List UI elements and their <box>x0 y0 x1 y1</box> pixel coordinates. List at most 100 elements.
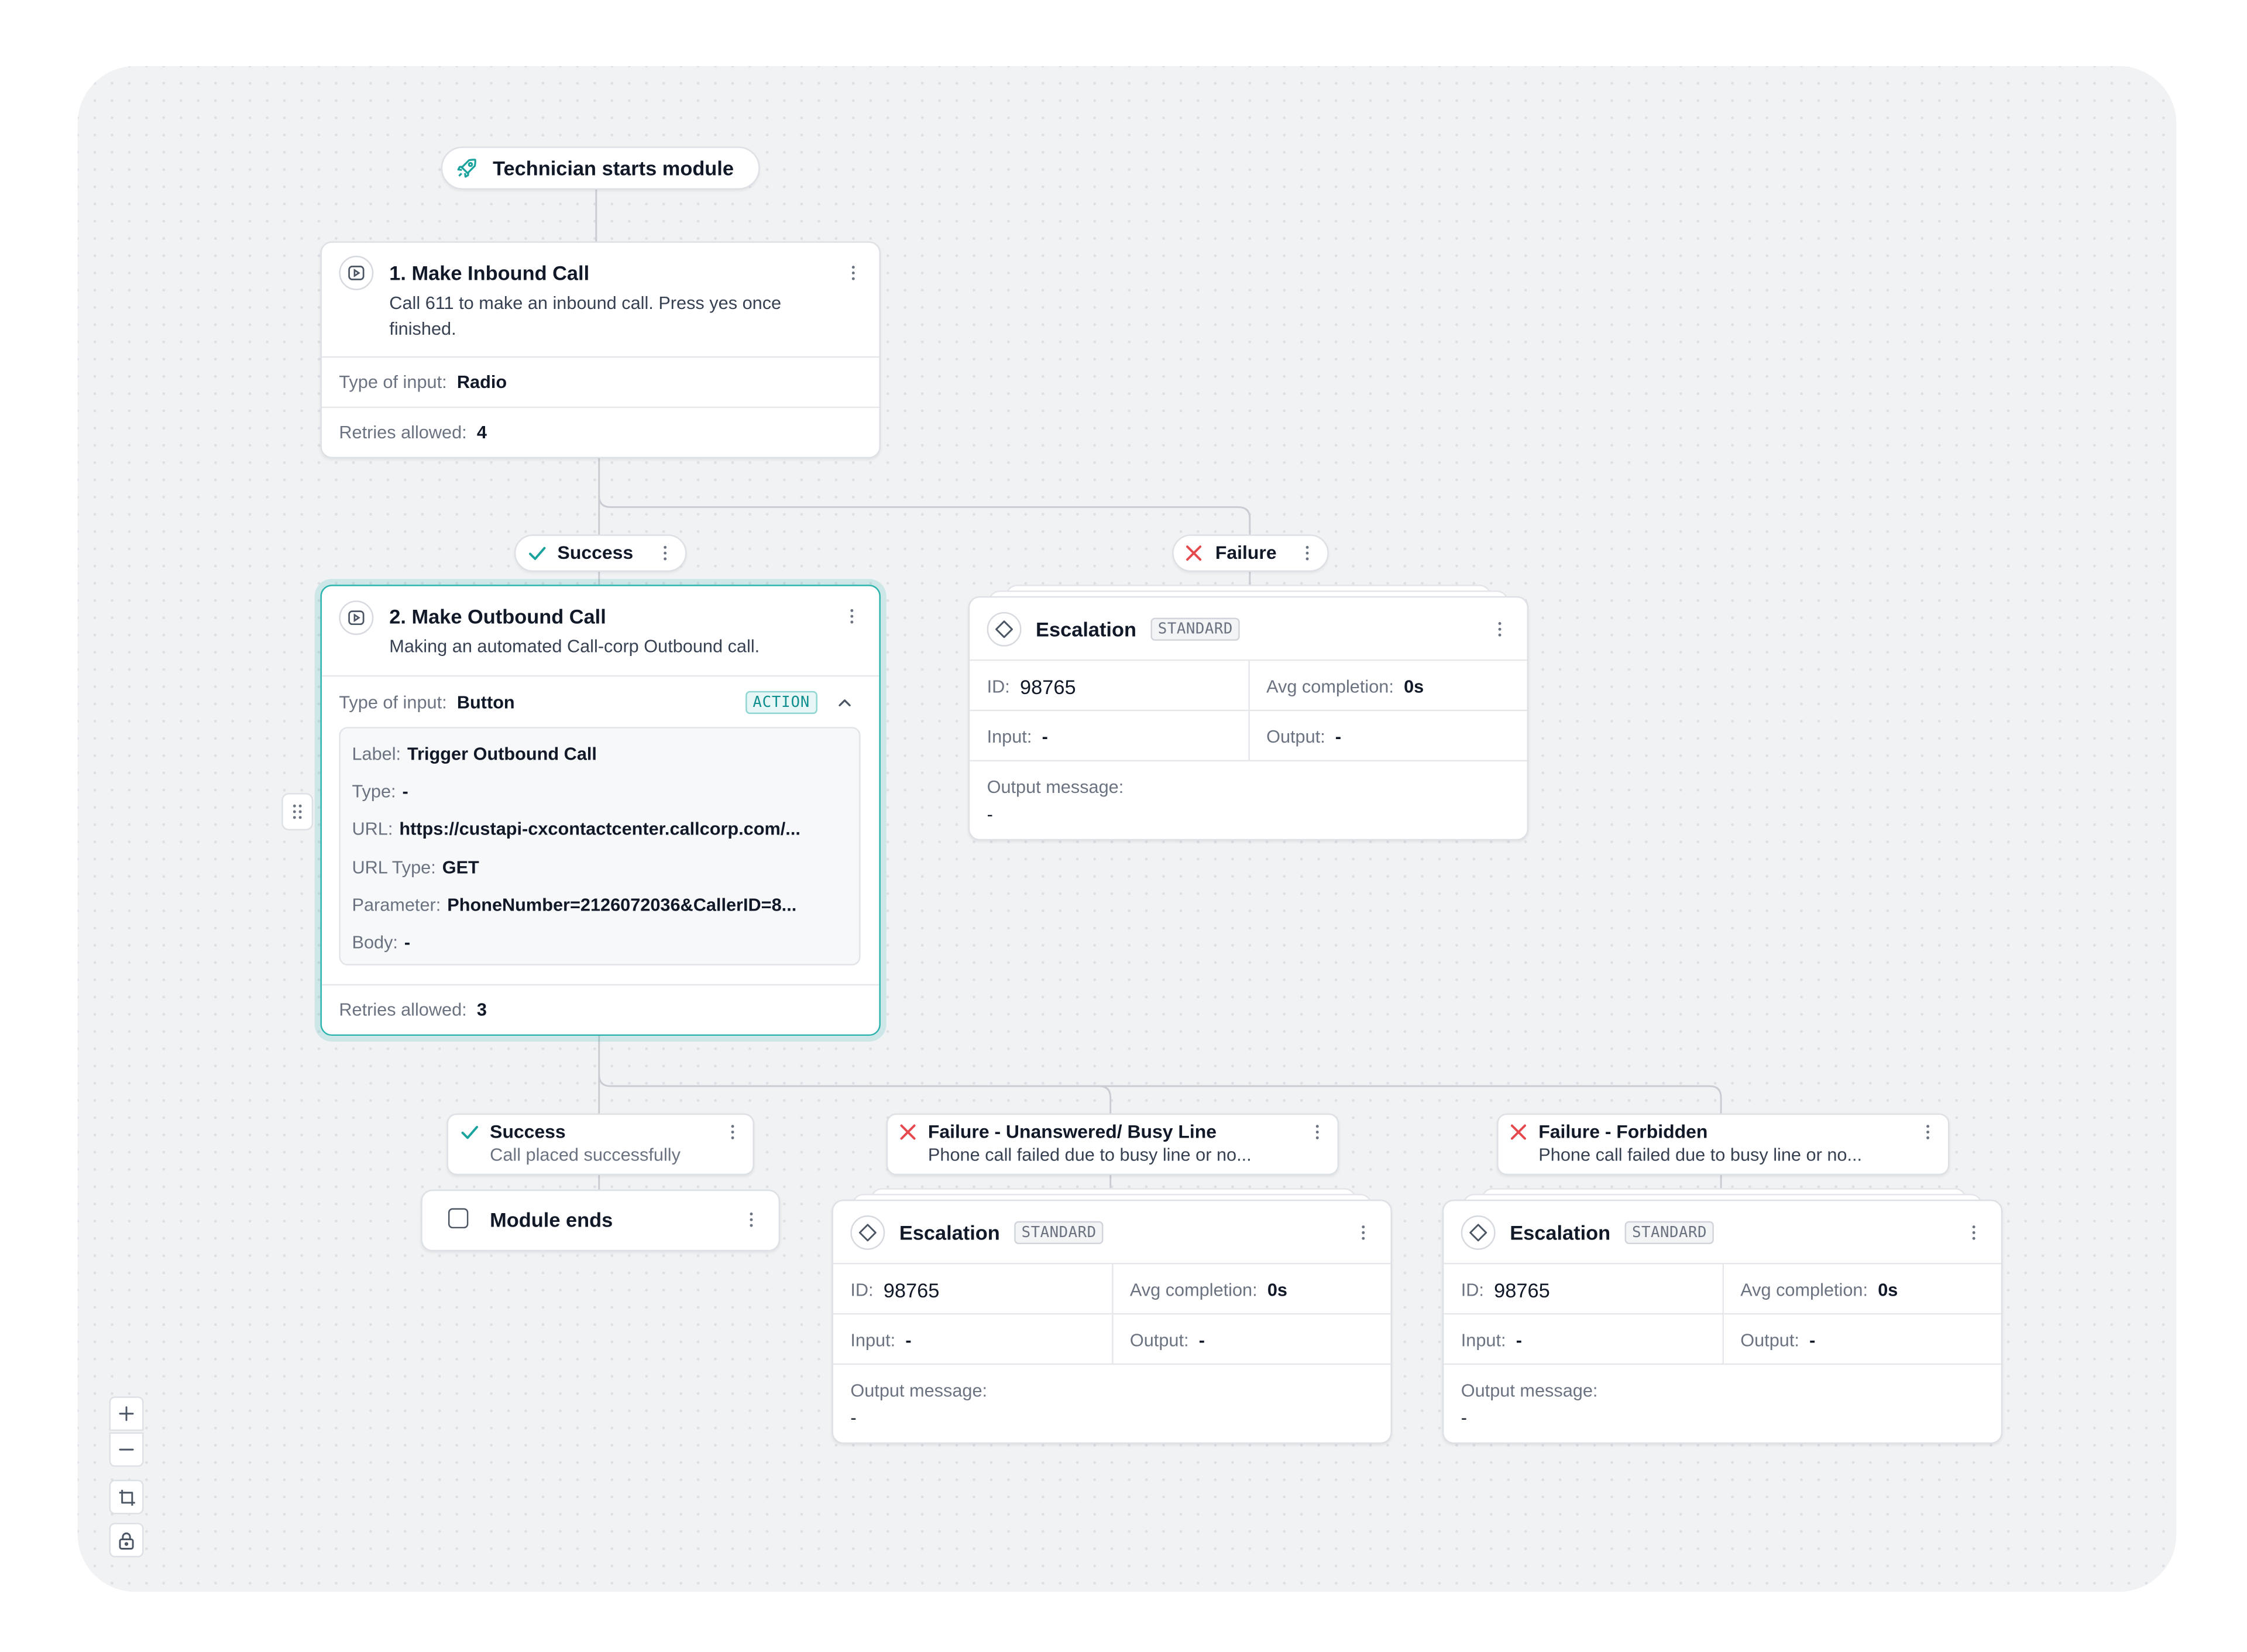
square-icon <box>448 1208 469 1229</box>
branch-menu-button[interactable] <box>1920 1121 1935 1143</box>
input-value: - <box>905 1330 912 1350</box>
escalation-menu-button[interactable] <box>1967 1221 1981 1244</box>
escalation-io-row: Input:- Output:- <box>833 1313 1391 1365</box>
escalation-title: Escalation <box>1036 617 1136 640</box>
escalation-message: Output message: - <box>833 1363 1391 1443</box>
zoom-out-button[interactable] <box>109 1432 144 1467</box>
branch-success-card[interactable]: Success Call placed successfully <box>446 1113 754 1176</box>
output-message-label: Output message: <box>987 777 1124 798</box>
chevron-up-icon[interactable] <box>836 692 853 718</box>
branch-description: Phone call failed due to busy line or no… <box>1538 1145 1863 1166</box>
input-label: Input: <box>850 1330 896 1350</box>
zoom-in-button[interactable] <box>109 1396 144 1431</box>
input-type-label: Type of input: <box>339 692 447 712</box>
escalation-title: Escalation <box>1510 1220 1611 1244</box>
detail-value: GET <box>442 857 479 878</box>
escalation-id-row: ID:98765 Avg completion:0s <box>833 1262 1391 1315</box>
branch-success-pill[interactable]: Success <box>514 534 687 572</box>
x-icon <box>1184 543 1204 571</box>
avg-completion-label: Avg completion: <box>1129 1279 1258 1300</box>
detail-label: Body: <box>352 932 398 953</box>
input-type-row: Type of input: Radio <box>321 356 879 407</box>
branch-failure-forbidden-card[interactable]: Failure - Forbidden Phone call failed du… <box>1497 1113 1950 1176</box>
escalation-card[interactable]: Escalation STANDARD ID:98765 Avg complet… <box>968 596 1529 841</box>
detail-label: Type: <box>352 781 396 802</box>
diamond-icon <box>850 1215 885 1250</box>
module-end-node[interactable]: Module ends <box>421 1189 781 1252</box>
avg-completion-label: Avg completion: <box>1740 1279 1868 1300</box>
input-label: Input: <box>1461 1330 1506 1350</box>
avg-completion-label: Avg completion: <box>1266 676 1394 696</box>
id-label: ID: <box>987 676 1010 696</box>
branch-menu-button[interactable] <box>1310 1121 1325 1143</box>
detail-row: Body: - <box>352 929 410 955</box>
input-type-row[interactable]: Type of input: Button ACTION <box>321 675 879 727</box>
fit-view-button[interactable] <box>109 1479 144 1514</box>
detail-value: Trigger Outbound Call <box>407 744 597 765</box>
step-description: Call 611 to make an inbound call. Press … <box>389 293 782 339</box>
check-icon <box>527 543 547 571</box>
play-icon <box>339 600 374 636</box>
diamond-icon <box>1461 1215 1496 1250</box>
retries-row: Retries allowed: 4 <box>321 406 879 455</box>
output-message-label: Output message: <box>1461 1380 1598 1401</box>
input-type-value: Button <box>456 692 515 712</box>
branch-failure-pill[interactable]: Failure <box>1172 534 1329 572</box>
detail-label: URL: <box>352 819 393 839</box>
start-node[interactable]: Technician starts module <box>441 146 760 190</box>
step-card-outbound-call[interactable]: 2. Make Outbound Call Making an automate… <box>320 585 881 1036</box>
retries-value: 3 <box>476 999 487 1019</box>
step-menu-button[interactable] <box>846 262 861 284</box>
detail-row: URL Type: GET <box>352 855 479 881</box>
output-message-value: - <box>1461 1407 1467 1428</box>
output-value: - <box>1809 1330 1816 1350</box>
escalation-menu-button[interactable] <box>1493 618 1507 641</box>
step-title: 2. Make Outbound Call <box>389 605 606 628</box>
avg-completion-value: 0s <box>1267 1279 1287 1300</box>
detail-value: PhoneNumber=2126072036&CallerID=8... <box>447 895 797 915</box>
rocket-icon <box>455 157 478 180</box>
avg-completion-value: 0s <box>1404 676 1424 696</box>
fit-view-icon <box>118 1489 135 1505</box>
retries-value: 4 <box>476 421 487 442</box>
x-icon <box>898 1122 918 1149</box>
branch-menu-button[interactable] <box>1300 542 1315 565</box>
branch-failure-busy-card[interactable]: Failure - Unanswered/ Busy Line Phone ca… <box>886 1113 1339 1176</box>
output-label: Output: <box>1740 1330 1799 1350</box>
module-end-label: Module ends <box>490 1208 613 1231</box>
escalation-card[interactable]: Escalation STANDARD ID:98765 Avg complet… <box>832 1199 1392 1444</box>
action-badge: ACTION <box>745 691 817 715</box>
branch-menu-button[interactable] <box>658 542 672 565</box>
branch-label: Failure <box>1215 541 1277 564</box>
plus-icon <box>119 1406 134 1421</box>
start-node-label: Technician starts module <box>493 156 734 180</box>
step-card-inbound-call[interactable]: 1. Make Inbound Call Call 611 to make an… <box>320 241 881 459</box>
escalation-title: Escalation <box>899 1220 1000 1244</box>
retries-label: Retries allowed: <box>339 421 467 442</box>
standard-badge: STANDARD <box>1014 1220 1104 1244</box>
minus-icon <box>119 1448 134 1451</box>
escalation-card[interactable]: Escalation STANDARD ID:98765 Avg complet… <box>1442 1199 2003 1444</box>
branch-menu-button[interactable] <box>726 1121 740 1143</box>
input-value: - <box>1516 1330 1522 1350</box>
output-value: - <box>1198 1330 1205 1350</box>
id-value: 98765 <box>1494 1277 1550 1301</box>
module-end-menu-button[interactable] <box>744 1208 759 1231</box>
id-value: 98765 <box>1020 674 1076 698</box>
canvas-controls <box>109 1396 144 1558</box>
branch-description: Phone call failed due to busy line or no… <box>927 1145 1252 1166</box>
drag-handle[interactable] <box>281 793 314 830</box>
step-menu-button[interactable] <box>845 605 860 628</box>
detail-row: Type: - <box>352 779 408 805</box>
escalation-menu-button[interactable] <box>1356 1221 1371 1244</box>
branch-title: Success <box>490 1120 566 1142</box>
input-type-value: Radio <box>456 372 507 393</box>
id-label: ID: <box>850 1279 874 1300</box>
input-label: Input: <box>987 726 1032 747</box>
escalation-io-row: Input:- Output:- <box>1444 1313 2001 1365</box>
diamond-icon <box>987 612 1022 647</box>
lock-icon <box>119 1531 134 1549</box>
id-label: ID: <box>1461 1279 1484 1300</box>
lock-button[interactable] <box>109 1523 144 1558</box>
escalation-id-row: ID: 98765 Avg completion: 0s <box>970 659 1527 712</box>
